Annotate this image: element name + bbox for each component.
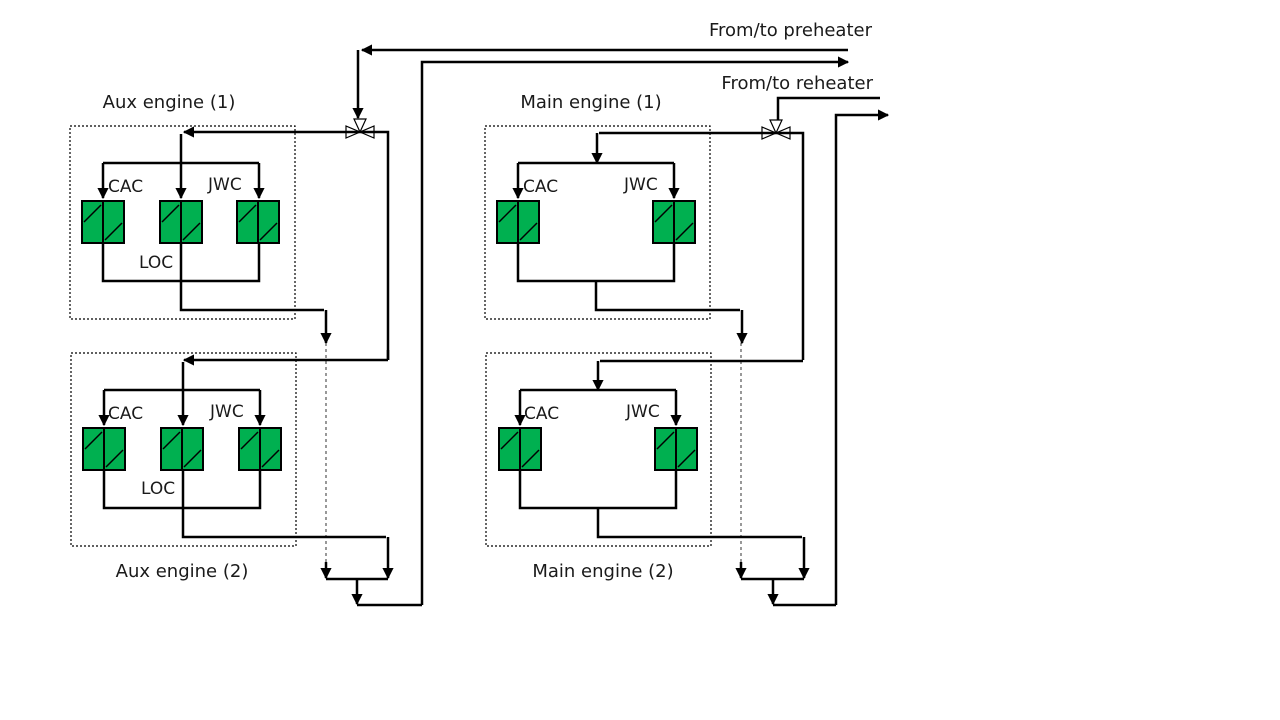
aux2-jwc-label: JWC (209, 402, 244, 422)
preheater-label: From/to preheater (709, 20, 873, 41)
aux-engine-1-box (69, 125, 296, 320)
aux2-cac-exchanger (82, 427, 126, 471)
main2-cac-exchanger (498, 427, 542, 471)
main-engine-1-title: Main engine (1) (520, 92, 661, 113)
aux1-jwc-label: JWC (207, 175, 242, 195)
aux2-loc-label: LOC (141, 479, 175, 499)
aux1-jwc-exchanger (236, 200, 280, 244)
main2-cac-label: CAC (524, 404, 559, 424)
reheater-lines (776, 96, 890, 605)
preheater-lines (352, 44, 850, 605)
reheater-label: From/to reheater (721, 73, 873, 94)
aux1-loc-label: LOC (139, 253, 173, 273)
aux2-jwc-exchanger (238, 427, 282, 471)
main2-jwc-label: JWC (625, 402, 660, 422)
main1-cac-exchanger (496, 200, 540, 244)
aux2-cac-label: CAC (108, 404, 143, 424)
main1-jwc-label: JWC (623, 175, 658, 195)
aux-engine-2-box (70, 352, 297, 547)
aux-circuit-lines (97, 126, 422, 607)
aux-engine-2-title: Aux engine (2) (116, 561, 249, 582)
main-three-way-valve (761, 119, 791, 140)
aux1-cac-label: CAC (108, 177, 143, 197)
main2-jwc-exchanger (654, 427, 698, 471)
aux-three-way-valve (345, 118, 375, 139)
main-engine-2-box (485, 352, 712, 547)
main-engine-2-title: Main engine (2) (532, 561, 673, 582)
main1-jwc-exchanger (652, 200, 696, 244)
main-engine-1-box (484, 125, 711, 320)
aux-engine-1-title: Aux engine (1) (103, 92, 236, 113)
main-circuit-lines (512, 131, 836, 607)
aux1-loc-exchanger (159, 200, 203, 244)
aux1-cac-exchanger (81, 200, 125, 244)
main1-cac-label: CAC (523, 177, 558, 197)
aux2-loc-exchanger (160, 427, 204, 471)
